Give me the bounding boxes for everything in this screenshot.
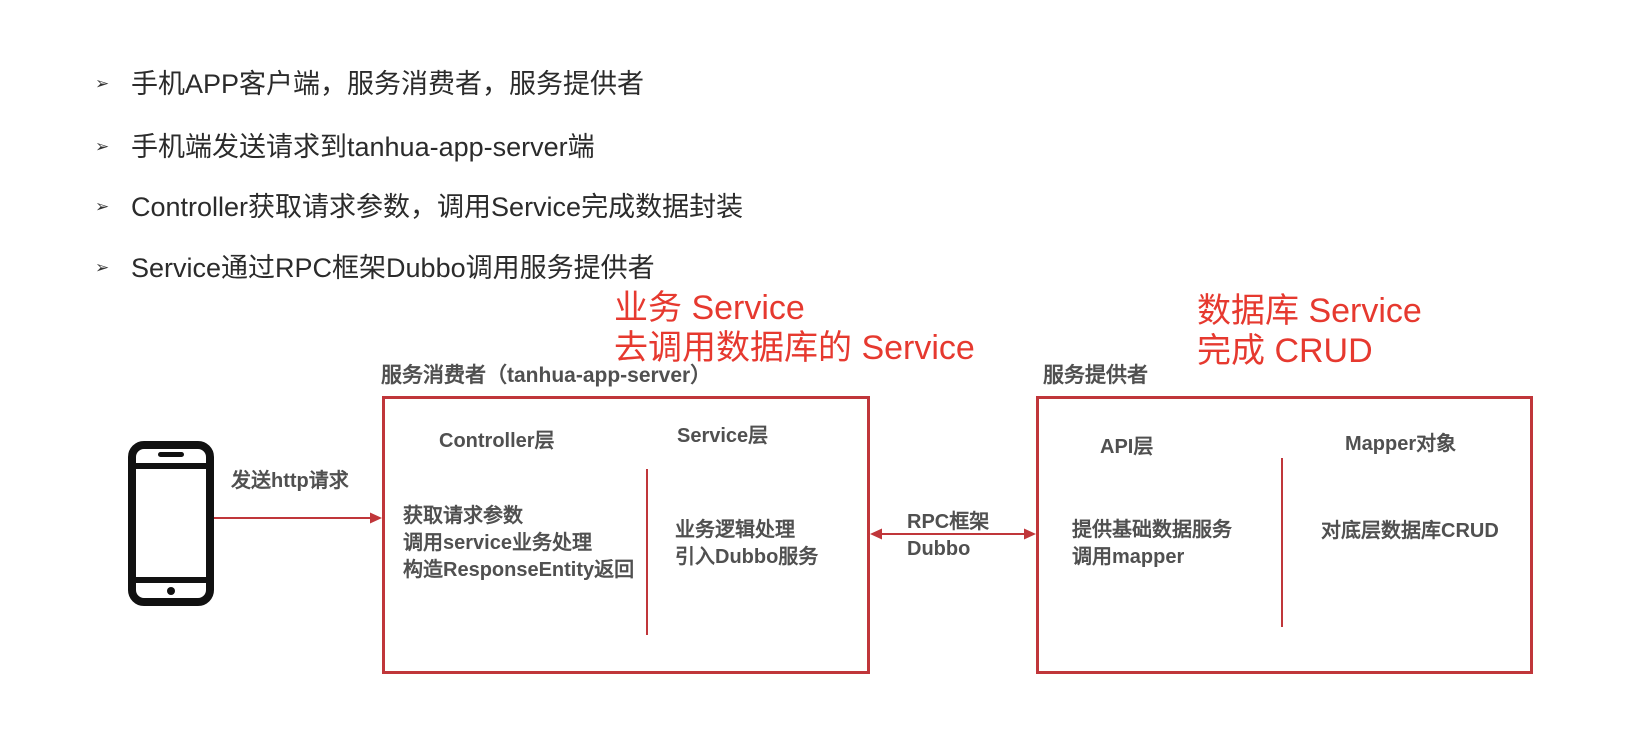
layer-divider bbox=[646, 469, 648, 635]
annotation-line: 完成 CRUD bbox=[1197, 332, 1373, 370]
phone-speaker bbox=[158, 452, 184, 457]
service-layer-heading: Service层 bbox=[677, 425, 769, 447]
description-line: 对底层数据库CRUD bbox=[1321, 520, 1499, 542]
bullet-arrow-icon: ➢ bbox=[95, 258, 110, 278]
mapper-layer-description: 对底层数据库CRUD bbox=[1321, 518, 1499, 545]
phone-body bbox=[128, 441, 214, 606]
http-request-label: 发送http请求 bbox=[231, 470, 349, 492]
description-line: 调用mapper bbox=[1072, 546, 1185, 568]
bullet-arrow-icon: ➢ bbox=[95, 74, 110, 94]
controller-layer-heading: Controller层 bbox=[439, 430, 555, 452]
bullet-item: ➢ Controller获取请求参数，调用Service完成数据封装 bbox=[0, 191, 900, 223]
mobile-phone-icon bbox=[128, 441, 214, 606]
rpc-framework-label: RPC框架 Dubbo bbox=[907, 509, 989, 563]
request-arrow bbox=[214, 512, 382, 524]
bullet-arrow-icon: ➢ bbox=[95, 137, 110, 157]
description-line: 构造ResponseEntity返回 bbox=[403, 559, 635, 581]
rpc-arrow-head-right bbox=[1024, 528, 1036, 540]
bullet-item: ➢ 手机端发送请求到tanhua-app-server端 bbox=[0, 131, 900, 163]
annotation-line: 数据库 Service bbox=[1197, 292, 1422, 330]
description-line: 引入Dubbo服务 bbox=[675, 546, 819, 568]
annotation-line: 业务 Service bbox=[614, 289, 805, 327]
rpc-double-arrow bbox=[870, 528, 1036, 540]
rpc-arrow-head-left bbox=[870, 528, 882, 540]
controller-layer-description: 获取请求参数 调用service业务处理 构造ResponseEntity返回 bbox=[403, 503, 634, 584]
phone-top-bar bbox=[132, 463, 210, 469]
provider-title: 服务提供者 bbox=[1043, 364, 1148, 387]
service-layer-description: 业务逻辑处理 引入Dubbo服务 bbox=[675, 517, 818, 571]
provider-box: API层 Mapper对象 提供基础数据服务 调用mapper 对底层数据库CR… bbox=[1036, 396, 1533, 674]
rpc-label-line: Dubbo bbox=[907, 538, 971, 560]
bullet-item: ➢ Service通过RPC框架Dubbo调用服务提供者 bbox=[0, 252, 900, 284]
mapper-layer-heading: Mapper对象 bbox=[1345, 433, 1457, 455]
description-line: 业务逻辑处理 bbox=[675, 519, 795, 541]
bullet-arrow-icon: ➢ bbox=[95, 197, 110, 217]
description-line: 获取请求参数 bbox=[403, 505, 523, 527]
consumer-title: 服务消费者（tanhua-app-server） bbox=[381, 364, 712, 387]
api-layer-description: 提供基础数据服务 调用mapper bbox=[1072, 517, 1232, 571]
bullet-text: 手机端发送请求到tanhua-app-server端 bbox=[131, 132, 595, 162]
bullet-text: 手机APP客户端，服务消费者，服务提供者 bbox=[131, 69, 645, 99]
business-service-annotation: 业务 Service 去调用数据库的 Service bbox=[614, 288, 975, 368]
description-line: 提供基础数据服务 bbox=[1072, 519, 1232, 541]
database-service-annotation: 数据库 Service 完成 CRUD bbox=[1197, 291, 1422, 371]
phone-home-button bbox=[167, 587, 175, 595]
bullet-text: Controller获取请求参数，调用Service完成数据封装 bbox=[131, 192, 744, 222]
phone-bottom-bar bbox=[132, 577, 210, 583]
description-line: 调用service业务处理 bbox=[403, 532, 592, 554]
annotation-line: 去调用数据库的 Service bbox=[614, 329, 975, 367]
layer-divider bbox=[1281, 458, 1283, 627]
rpc-label-line: RPC框架 bbox=[907, 511, 990, 533]
request-arrow-head bbox=[370, 512, 382, 524]
bullet-text: Service通过RPC框架Dubbo调用服务提供者 bbox=[131, 253, 655, 283]
consumer-box: Controller层 Service层 获取请求参数 调用service业务处… bbox=[382, 396, 870, 674]
bullet-item: ➢ 手机APP客户端，服务消费者，服务提供者 bbox=[0, 68, 900, 100]
api-layer-heading: API层 bbox=[1100, 436, 1154, 458]
